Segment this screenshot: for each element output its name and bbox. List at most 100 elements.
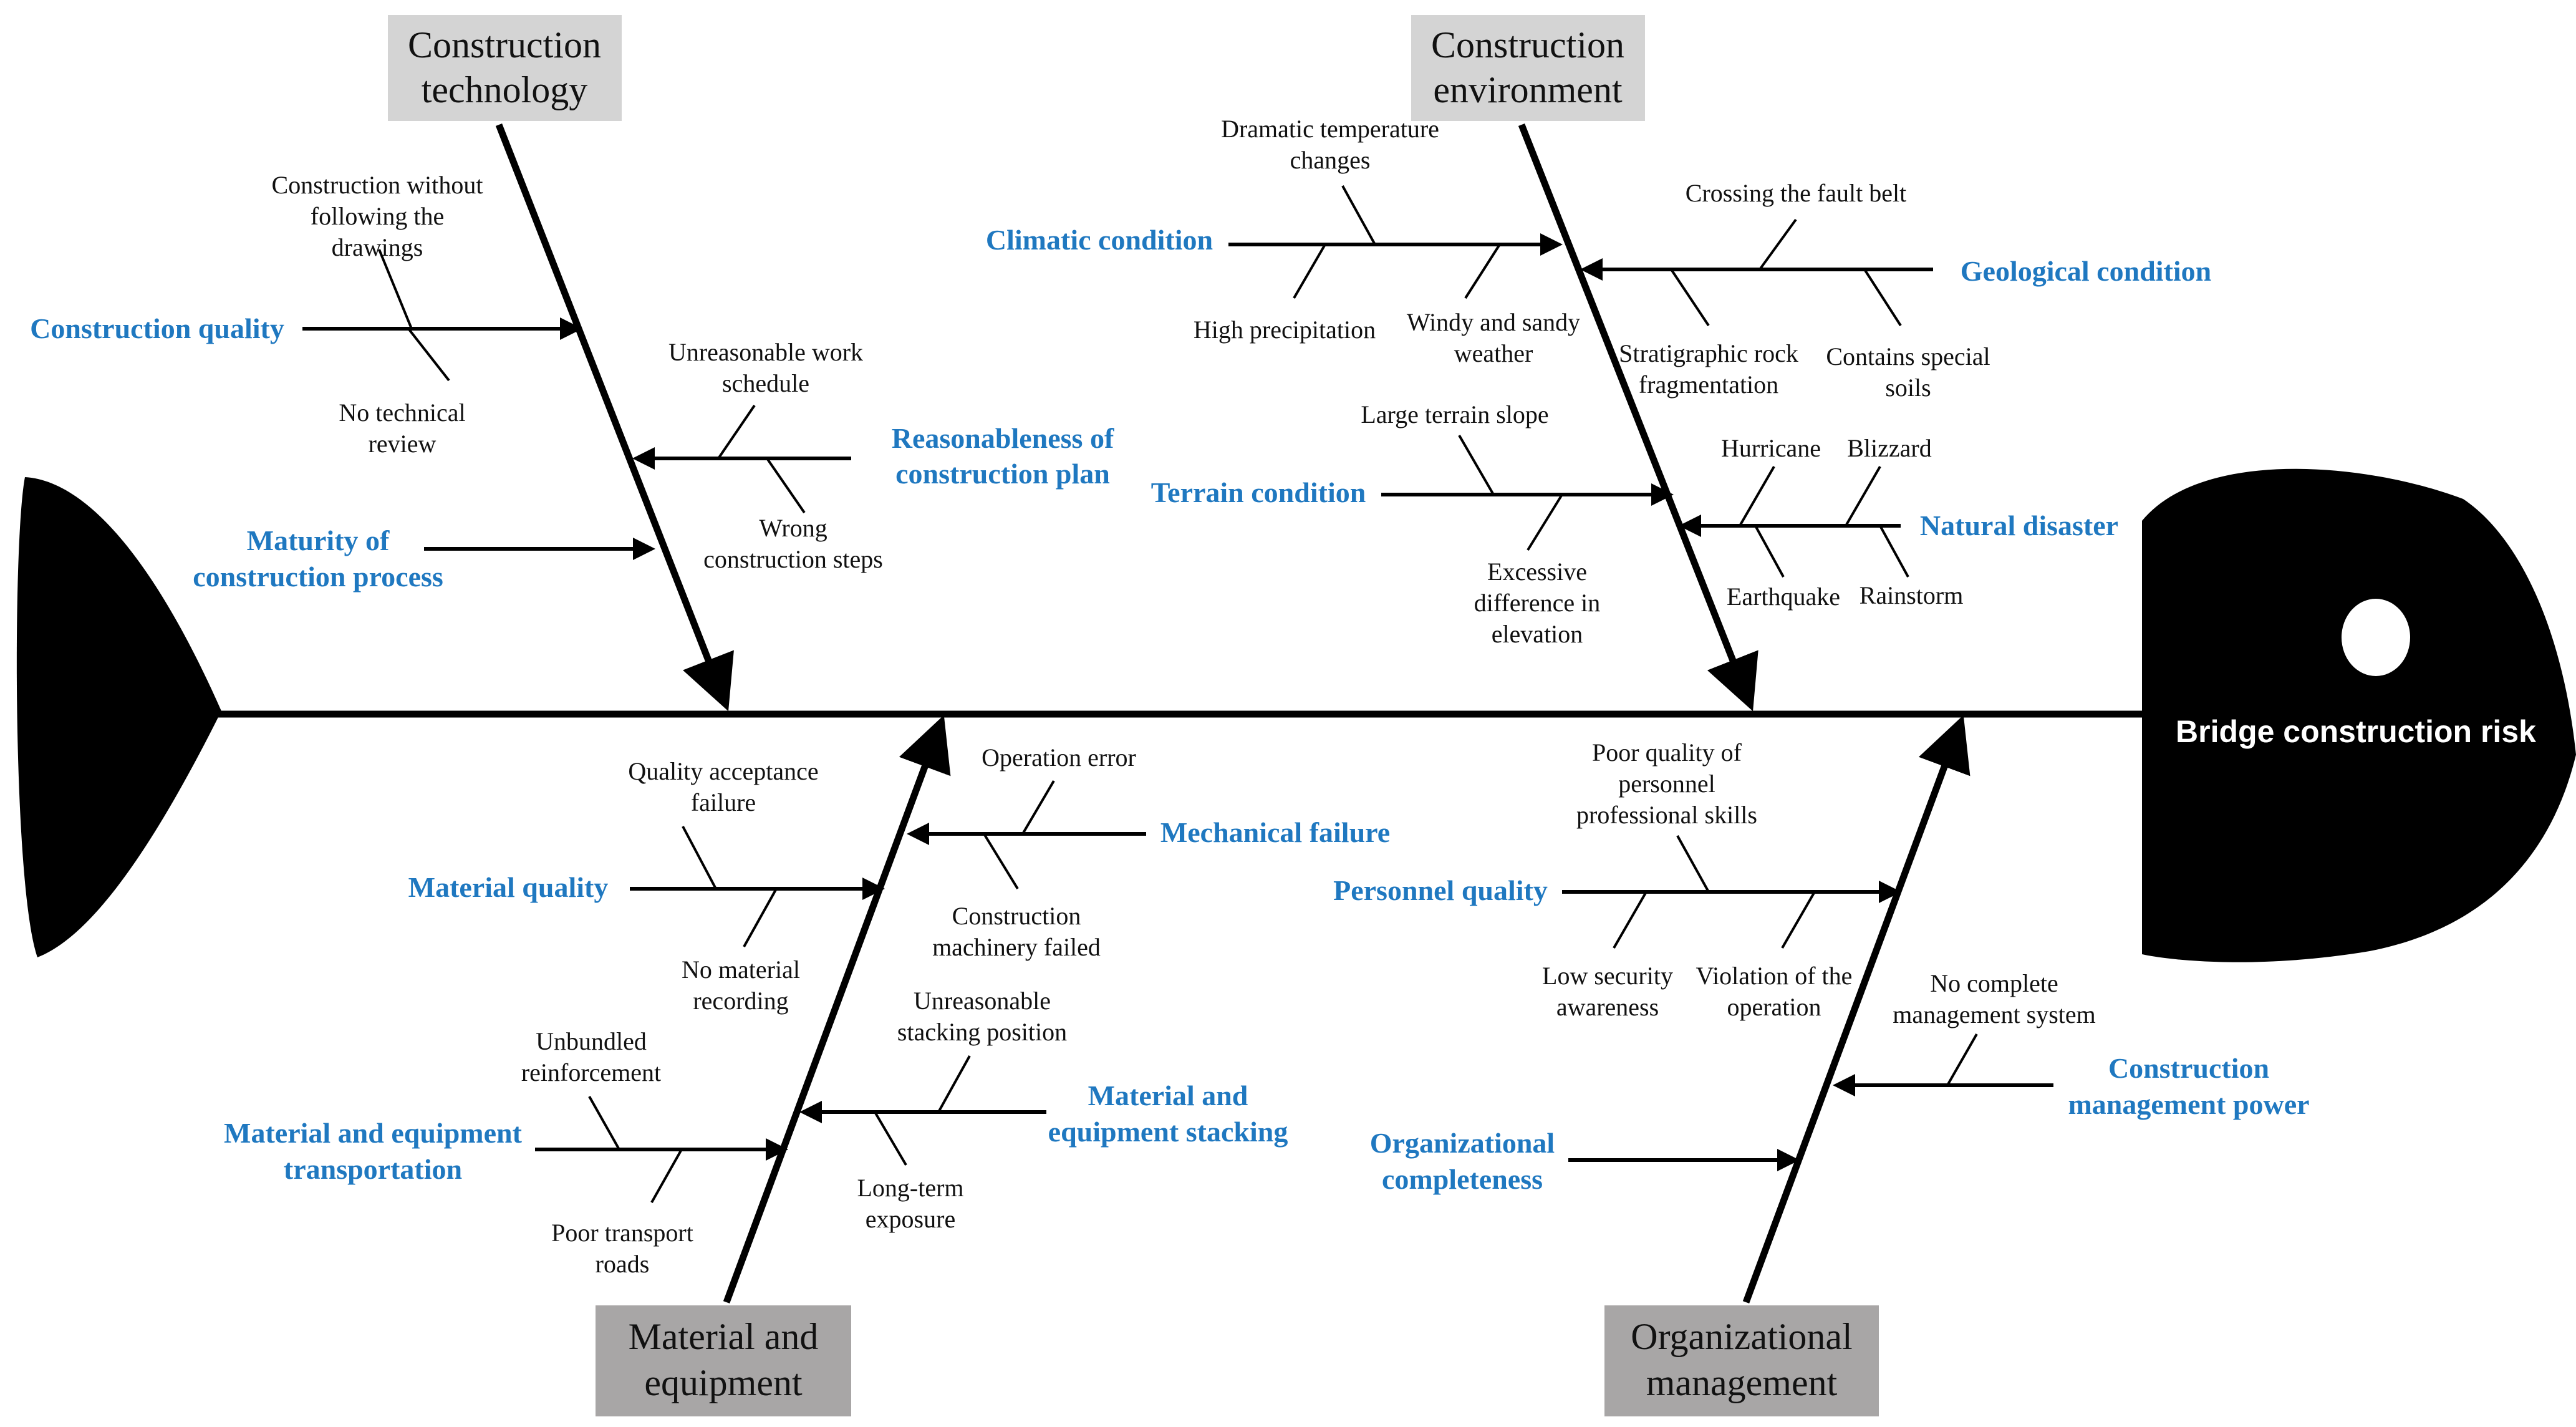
branch-construction-quality: Construction quality Construction withou… [30,171,582,458]
cause-label-line1: Material and equipment [224,1117,523,1149]
sub-twig [766,457,806,514]
category-title-line2: management [1646,1362,1838,1403]
sub-cause-line: Large terrain slope [1361,400,1548,428]
sub-cause-line: Earthquake [1727,583,1840,611]
sub-cause-line: stacking position [897,1018,1067,1046]
sub-twig [407,327,450,382]
sub-cause-line: following the [311,202,444,230]
sub-cause-line: Dramatic temperature [1221,115,1439,143]
sub-twig [1293,243,1326,299]
category-construction-environment: Construction environment [1411,15,1645,121]
main-bone-construction-environment [1518,123,1758,712]
cause-label-line1: Reasonableness of [892,422,1114,454]
sub-cause-line: reinforcement [521,1058,661,1086]
sub-twig [1758,218,1797,271]
sub-cause-line: management system [1893,1000,2095,1028]
cause-label: Mechanical failure [1160,816,1390,848]
category-title-line2: equipment [644,1362,803,1403]
fish-head [2142,468,2576,962]
sub-cause-line: schedule [722,369,809,397]
sub-cause-line: Quality acceptance [628,757,818,785]
sub-cause-line: roads [596,1250,650,1278]
sub-twig [1341,185,1376,245]
sub-cause-line: Construction [952,902,1081,930]
cause-label-line2: construction process [193,561,443,593]
category-material-and-equipment: Material and equipment [596,1305,851,1416]
sub-cause-line: Poor quality of [1592,738,1742,767]
sub-twig [874,1111,907,1166]
category-title-line1: Construction [408,24,601,65]
cause-label-line1: Maturity of [247,525,390,556]
sub-twig [1845,465,1881,527]
main-bone-organizational-management [1742,715,1971,1304]
sub-cause-line: fragmentation [1639,370,1778,399]
branch-natural-disaster: Natural disaster Hurricane Blizzard Eart… [1679,434,2118,611]
cause-label-line2: equipment stacking [1048,1116,1288,1148]
sub-twig [1879,525,1909,578]
sub-cause-line: changes [1290,146,1371,174]
sub-cause-line: machinery failed [932,933,1101,961]
sub-cause-line: operation [1727,993,1821,1021]
sub-cause-line: Windy and sandy [1407,308,1580,336]
branch-maturity-process: Maturity of construction process [193,525,655,593]
branch-terrain-condition: Terrain condition Large terrain slope Ex… [1151,400,1674,648]
cause-label-line1: Material and [1088,1080,1248,1111]
category-title-line1: Material and [629,1316,819,1357]
cause-label: Construction quality [30,312,284,344]
sub-cause-line: recording [693,987,788,1015]
sub-cause-line: difference in [1474,589,1600,617]
sub-cause-line: Blizzard [1847,434,1932,462]
sub-cause-line: Wrong [759,514,827,542]
category-box [1411,15,1645,121]
sub-twig [682,826,717,889]
sub-cause-line: construction steps [703,545,883,573]
sub-cause-line: Contains special [1826,342,1990,370]
cause-label-line2: management power [2068,1088,2309,1120]
branch-material-stacking: Material and equipment stacking Unreason… [799,987,1288,1233]
sub-twig [588,1096,620,1150]
category-organizational-management: Organizational management [1604,1305,1879,1416]
sub-cause-line: No material [682,955,800,984]
cause-label-line2: completeness [1382,1163,1543,1195]
sub-cause-line: Unreasonable [914,987,1051,1015]
cause-label-line1: Construction [2108,1052,2269,1084]
sub-cause-line: professional skills [1576,801,1757,829]
branch-reasonableness-plan: Reasonableness of construction plan Unre… [632,338,1114,573]
sub-twig [1946,1033,1978,1086]
category-box [1604,1305,1879,1416]
sub-cause-line: Low security [1542,962,1673,990]
sub-twig [1021,780,1055,835]
branch-material-quality: Material quality Quality acceptance fail… [408,757,885,1015]
branch-mechanical-failure: Mechanical failure Operation error Const… [907,743,1390,961]
sub-cause-line: Poor transport [551,1219,693,1247]
sub-cause-line: Construction without [272,171,483,199]
sub-twig [650,1149,683,1203]
sub-cause-line: elevation [1492,620,1583,648]
main-bone-material-equipment [723,715,951,1304]
sub-cause-line: soils [1885,374,1931,402]
sub-twig [1464,243,1501,299]
cause-label-line1: Organizational [1370,1127,1555,1159]
effect-label: Bridge construction risk [2176,714,2536,749]
sub-cause-line: review [369,430,437,458]
sub-twig [1527,493,1563,551]
sub-cause-line: Operation error [982,743,1136,772]
cause-label: Material quality [408,871,609,903]
cause-label: Geological condition [1961,255,2212,287]
category-title-line1: Organizational [1631,1316,1852,1357]
sub-cause-line: failure [691,788,756,816]
category-title-line2: technology [422,69,588,110]
sub-cause-line: Hurricane [1721,434,1821,462]
sub-cause-line: High precipitation [1194,316,1376,344]
sub-cause-line: Unbundled [536,1027,647,1055]
fish-eye [2342,599,2410,676]
category-construction-technology: Construction technology [388,15,622,121]
category-box [388,15,622,121]
sub-twig [743,888,778,947]
sub-cause-line: No complete [1930,969,2058,997]
sub-twig [1670,268,1710,327]
cause-label-line2: transportation [284,1153,462,1185]
sub-cause-line: awareness [1556,993,1659,1021]
branch-management-power: Construction management power No complet… [1833,969,2310,1120]
